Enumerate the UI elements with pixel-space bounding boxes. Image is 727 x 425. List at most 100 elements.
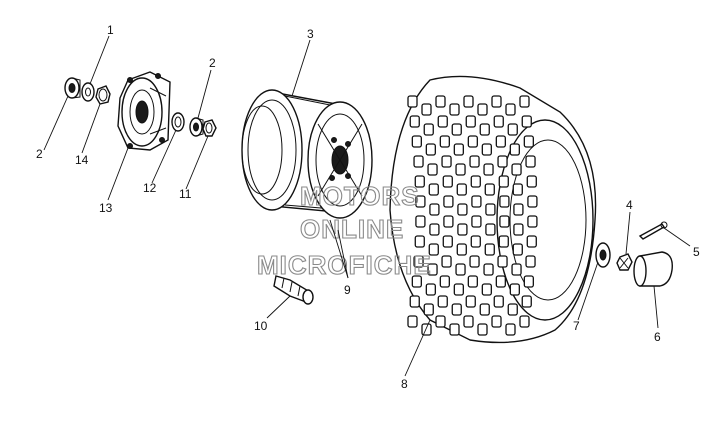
tread-block	[471, 215, 482, 228]
tread-block	[439, 275, 450, 288]
tread-block	[457, 203, 468, 216]
tread-block	[484, 183, 495, 196]
part-11-spacer	[202, 119, 217, 137]
tread-block	[449, 323, 460, 336]
tread-block	[465, 115, 476, 128]
tread-block	[441, 255, 452, 268]
tread-block	[477, 323, 488, 336]
tread-block	[493, 295, 504, 308]
tread-block	[435, 315, 446, 328]
part-5-cotter-pin	[638, 221, 668, 240]
tread-block	[411, 135, 422, 148]
tread-block	[527, 195, 538, 208]
tread-block	[467, 135, 478, 148]
callout-7: 7	[573, 319, 580, 333]
tread-block	[507, 303, 518, 316]
callout-12: 12	[143, 181, 157, 195]
tread-block	[421, 103, 432, 116]
callout-4: 4	[626, 198, 633, 212]
tread-block	[485, 223, 496, 236]
tread-block	[441, 155, 452, 168]
tread-block	[453, 283, 464, 296]
tread-block	[455, 163, 466, 176]
part-12-seal	[171, 112, 185, 132]
watermark: MOTORS ONLINE MICROFICHE	[256, 180, 431, 280]
tread-block	[409, 115, 420, 128]
tread-block	[435, 95, 446, 108]
callout-8: 8	[401, 377, 408, 391]
tread-block	[439, 135, 450, 148]
tread-block	[523, 275, 534, 288]
tread-block	[477, 103, 488, 116]
tread-block	[427, 263, 438, 276]
part-13-hub	[117, 71, 171, 151]
part-4-castle-nut	[616, 253, 633, 271]
tread-block	[513, 203, 524, 216]
tread-block	[425, 283, 436, 296]
callout-5: 5	[693, 245, 700, 259]
tread-block	[463, 315, 474, 328]
tread-block	[497, 155, 508, 168]
tread-block	[455, 263, 466, 276]
tread-block	[525, 155, 536, 168]
tread-block	[499, 195, 510, 208]
tread-block	[443, 215, 454, 228]
tread-block	[414, 175, 425, 188]
callout-1: 1	[107, 23, 114, 37]
tread-block	[465, 295, 476, 308]
tread-block	[484, 243, 495, 256]
tread-block	[498, 235, 509, 248]
callout-6: 6	[654, 330, 661, 344]
part-1-washer	[81, 82, 95, 102]
tread-block	[519, 315, 530, 328]
tread-block	[451, 303, 462, 316]
tread-block	[481, 143, 492, 156]
watermark-line1: MOTORS	[300, 181, 420, 211]
tread-block	[512, 243, 523, 256]
tread-block	[495, 135, 506, 148]
callout-9: 9	[344, 283, 351, 297]
tread-block	[513, 223, 524, 236]
tread-block	[523, 135, 534, 148]
tread-block	[407, 315, 418, 328]
tread-block	[505, 323, 516, 336]
tread-block	[414, 235, 425, 248]
tread-block	[449, 103, 460, 116]
tread-block	[470, 235, 481, 248]
part-8-tire	[389, 75, 597, 344]
tire-tread-pattern	[407, 95, 538, 336]
tread-block	[483, 163, 494, 176]
tread-block	[511, 263, 522, 276]
tread-block	[471, 195, 482, 208]
callout-10: 10	[254, 319, 268, 333]
tread-block	[479, 123, 490, 136]
tread-block	[469, 155, 480, 168]
tread-block	[453, 143, 464, 156]
callout-2-right: 2	[209, 56, 216, 70]
tread-block	[421, 323, 432, 336]
tread-block	[521, 115, 532, 128]
part-7-washer	[595, 242, 611, 268]
part-2-nut-right	[189, 117, 204, 137]
tread-block	[457, 223, 468, 236]
tread-block	[467, 275, 478, 288]
part-14-bearing	[95, 85, 111, 105]
tread-block	[479, 303, 490, 316]
tread-block	[428, 183, 439, 196]
tread-block	[493, 115, 504, 128]
tread-block	[423, 303, 434, 316]
tread-block	[509, 143, 520, 156]
tread-block	[415, 195, 426, 208]
tread-block	[413, 255, 424, 268]
callout-2-left: 2	[36, 147, 43, 161]
tread-block	[519, 95, 530, 108]
tread-block	[507, 123, 518, 136]
tread-block	[509, 283, 520, 296]
part-3-rim	[241, 89, 373, 219]
callout-labels: 1 2 14 13 12 11 2 3 9 10 8 7 4 5 6	[36, 23, 700, 391]
tread-block	[427, 163, 438, 176]
tread-block	[442, 235, 453, 248]
tread-block	[409, 295, 420, 308]
tread-block	[463, 95, 474, 108]
